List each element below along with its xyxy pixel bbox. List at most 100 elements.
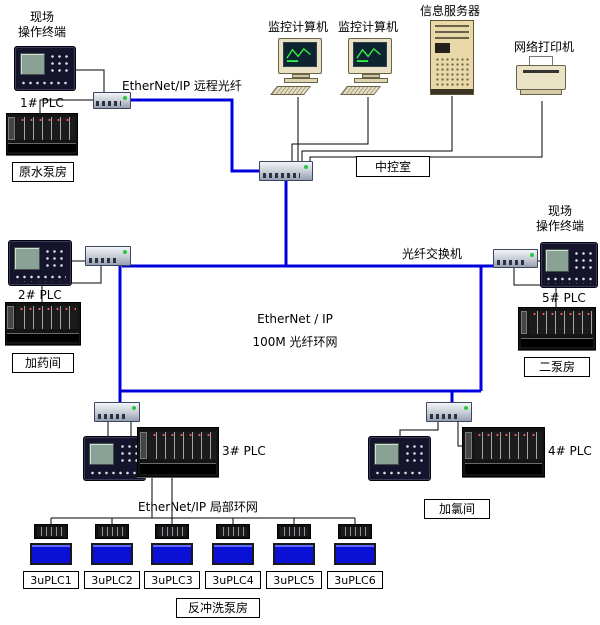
switch-ports	[263, 173, 300, 178]
switch-ports	[97, 414, 129, 419]
room-pump2-box: 二泵房	[524, 357, 590, 377]
remote-plc-unit-2: 3uPLC2	[84, 524, 140, 590]
hmi-terminal-3	[83, 436, 146, 481]
unit-label-box: 3uPLC1	[23, 571, 79, 589]
plc-status-leds	[475, 432, 540, 437]
monitor1-label: 监控计算机	[267, 20, 328, 34]
plc-power-supply	[8, 117, 15, 140]
server-base	[431, 89, 473, 94]
crt-monitor	[348, 38, 392, 74]
terminal-right-label: 现场 操作终端	[535, 204, 584, 233]
blue-panel-screen	[151, 543, 193, 565]
room-chlorine-box: 加氯间	[424, 499, 490, 519]
hmi-function-keys	[13, 274, 67, 282]
ring-label-line1: EtherNet / IP	[257, 312, 333, 326]
fiber-switch-label: 光纤交换机	[402, 247, 463, 261]
plc-base-rail	[464, 463, 543, 474]
plc-modules	[16, 117, 75, 140]
mini-plc-modules	[98, 527, 126, 536]
plc-rack-5	[518, 307, 596, 350]
waveform-icon	[286, 47, 311, 63]
wire-segment	[291, 97, 369, 161]
fiber-switch-central	[259, 161, 313, 181]
unit-label-box: 3uPLC5	[266, 571, 322, 589]
hmi-function-keys	[373, 469, 426, 477]
mini-plc-rack	[95, 524, 129, 539]
printer-tray	[520, 89, 562, 95]
plc-rack-4	[462, 427, 545, 477]
mini-plc-rack	[338, 524, 372, 539]
control-room-box: 中控室	[356, 156, 430, 177]
server-drive-slots	[435, 25, 469, 39]
mini-plc-modules	[219, 527, 247, 536]
monitoring-computer-2	[338, 38, 398, 96]
hmi-keypad	[403, 443, 427, 465]
remote-plc-unit-1: 3uPLC1	[23, 524, 79, 590]
plc-rack-3	[137, 427, 219, 477]
unit-label-box: 3uPLC3	[144, 571, 200, 589]
mini-plc-modules	[37, 527, 65, 536]
plc-power-supply	[520, 311, 528, 335]
network-printer	[516, 56, 568, 100]
switch-ports	[96, 101, 122, 106]
keyboard-icon	[340, 86, 382, 95]
hmi-keypad	[572, 249, 594, 272]
terminal-left-label: 现场 操作终端	[17, 10, 66, 39]
monitor-stand	[292, 74, 310, 78]
wire-segment	[301, 96, 453, 161]
remote-plc-unit-5: 3uPLC5	[266, 524, 322, 590]
fiber-switch-4	[426, 402, 472, 422]
monitor-base	[354, 78, 388, 83]
printer-body	[516, 65, 566, 90]
mini-plc-modules	[341, 527, 369, 536]
mini-plc-rack	[34, 524, 68, 539]
blue-panel-screen	[91, 543, 133, 565]
server-label: 信息服务器	[419, 4, 480, 18]
keyboard-icon	[270, 86, 312, 95]
local-ring-label: EtherNet/IP 局部环网	[138, 500, 258, 514]
plc-power-supply	[464, 431, 472, 459]
plc-status-leds	[17, 118, 74, 122]
plc-rack-2	[5, 302, 81, 345]
plc-base-rail	[520, 337, 594, 347]
monitor-base	[284, 78, 318, 83]
plc-base-rail	[139, 463, 217, 474]
hmi-keypad	[118, 443, 142, 465]
switch-ports	[429, 414, 461, 419]
remote-plc-unit-6: 3uPLC6	[327, 524, 383, 590]
plc1-label: 1# PLC	[20, 96, 64, 110]
hmi-terminal-4	[368, 436, 431, 481]
plc-status-leds	[17, 307, 77, 312]
blue-panel-screen	[30, 543, 72, 565]
switch-led	[463, 406, 468, 410]
monitoring-computer-1	[268, 38, 328, 96]
hmi-function-keys	[88, 469, 141, 477]
waveform-icon	[356, 47, 381, 63]
printer-slot	[523, 70, 559, 73]
server-vents	[435, 57, 469, 86]
mini-plc-rack	[216, 524, 250, 539]
switch-ports	[88, 258, 120, 263]
hmi-screen	[373, 443, 400, 466]
fiber-switch-topleft	[93, 92, 131, 109]
mini-plc-rack	[277, 524, 311, 539]
remote-fiber-label: EtherNet/IP 远程光纤	[122, 79, 242, 93]
information-server	[430, 20, 474, 95]
hmi-screen	[88, 443, 115, 466]
crt-screen	[353, 42, 387, 67]
hmi-terminal-1	[14, 46, 76, 91]
room-raw-water-box: 原水泵房	[12, 162, 74, 182]
hmi-screen	[13, 247, 40, 271]
printer-label: 网络打印机	[513, 40, 574, 54]
plc-rack-1	[6, 113, 78, 155]
plc-base-rail	[8, 143, 76, 152]
hmi-terminal-2	[8, 240, 72, 286]
plc-status-leds	[530, 312, 592, 317]
plc3-label: 3# PLC	[222, 444, 266, 458]
plc-power-supply	[7, 306, 15, 330]
wire-segment	[309, 101, 543, 161]
switch-led	[123, 96, 128, 100]
server-bay	[435, 43, 450, 53]
mini-plc-modules	[280, 527, 308, 536]
